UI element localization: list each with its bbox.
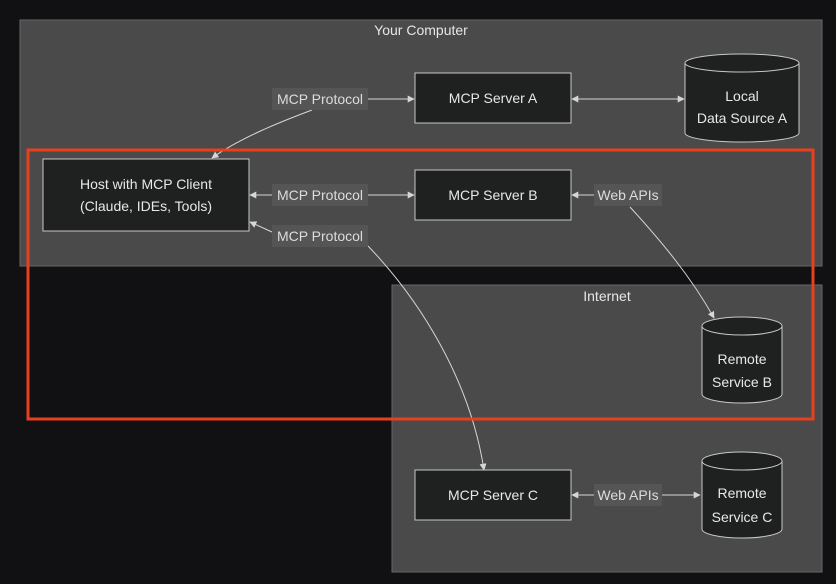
server-c-label: MCP Server C xyxy=(448,487,538,503)
host-line-1: Host with MCP Client xyxy=(80,176,212,192)
edge-label-text: MCP Protocol xyxy=(277,228,363,244)
remote-c-line-2: Service C xyxy=(712,509,773,525)
highlight-box xyxy=(26,148,815,421)
edge-label-text: MCP Protocol xyxy=(277,91,363,107)
edge-label-host-server-b: MCP Protocol xyxy=(272,184,368,206)
server-a-label: MCP Server A xyxy=(449,90,538,106)
node-remote-service-b[interactable]: Remote Service B xyxy=(701,316,783,404)
edge-label-host-server-a: MCP Protocol xyxy=(272,88,368,110)
node-mcp-server-c[interactable]: MCP Server C xyxy=(414,469,572,521)
node-mcp-server-a[interactable]: MCP Server A xyxy=(414,72,572,124)
edge-label-text: Web APIs xyxy=(597,487,658,503)
edges xyxy=(211,95,715,499)
local-a-line-1: Local xyxy=(725,88,758,104)
node-remote-service-c[interactable]: Remote Service C xyxy=(701,451,783,539)
host-line-2: (Claude, IDEs, Tools) xyxy=(80,198,212,214)
node-local-data-source-a[interactable]: Local Data Source A xyxy=(684,53,800,143)
node-mcp-server-b[interactable]: MCP Server B xyxy=(414,169,572,221)
edge-label-server-b-remote-b: Web APIs xyxy=(594,184,662,206)
edge-web-apis-to-remote-b xyxy=(629,206,715,319)
remote-c-line-1: Remote xyxy=(717,485,766,501)
node-host[interactable]: Host with MCP Client (Claude, IDEs, Tool… xyxy=(42,158,250,232)
remote-b-line-2: Service B xyxy=(712,374,772,390)
cluster-title-internet: Internet xyxy=(583,288,631,304)
edge-host-to-server-c-curve xyxy=(367,245,487,471)
edge-host-to-server-c-start xyxy=(249,221,273,233)
server-b-label: MCP Server B xyxy=(448,187,537,203)
local-a-line-2: Data Source A xyxy=(697,110,788,126)
edge-label-server-c-remote-c: Web APIs xyxy=(594,484,662,506)
edge-host-to-server-a-curve xyxy=(211,109,313,159)
edge-label-host-server-c: MCP Protocol xyxy=(272,225,368,247)
edge-label-text: Web APIs xyxy=(597,187,658,203)
edge-label-text: MCP Protocol xyxy=(277,187,363,203)
cluster-title-your-computer: Your Computer xyxy=(374,22,468,38)
remote-b-line-1: Remote xyxy=(717,351,766,367)
